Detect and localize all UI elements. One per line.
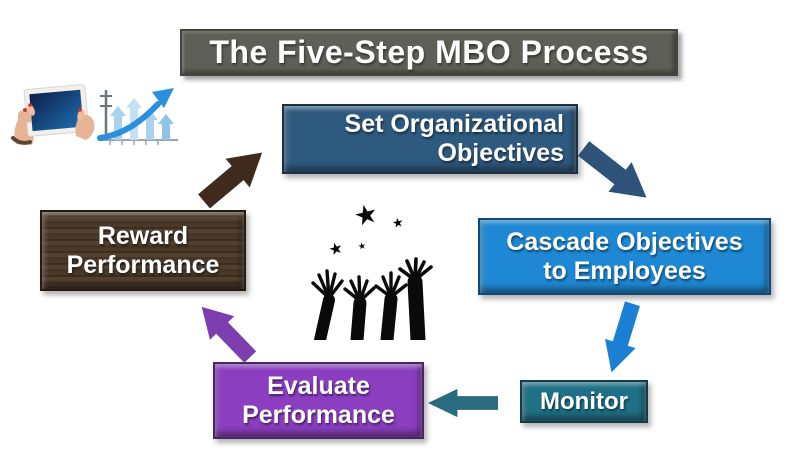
step-label-line: Reward	[97, 221, 189, 250]
arrow-monitor-to-evaluate-icon	[428, 388, 498, 418]
tablet-hands-growth-chart-icon	[11, 84, 178, 145]
step-evaluate-performance: Evaluate Performance	[213, 362, 424, 439]
step-label-line: to Employees	[543, 256, 706, 285]
step-label-line: Objectives	[437, 139, 564, 167]
step-monitor: Monitor	[520, 380, 648, 423]
step-cascade-objectives-to-employees: Cascade Objectives to Employees	[478, 218, 771, 295]
reaching-hands-icon	[311, 257, 433, 340]
page-title: The Five-Step MBO Process	[180, 29, 678, 76]
arrow-cascade-to-monitor-icon	[595, 299, 649, 378]
step-label-line: Cascade Objectives	[506, 227, 743, 256]
step-label-line: Performance	[66, 250, 220, 279]
arrow-evaluate-to-reward-icon	[189, 294, 264, 369]
step-label-line: Performance	[242, 400, 395, 429]
step-reward-performance: Reward Performance	[40, 210, 246, 291]
step-label-line: Evaluate	[267, 371, 370, 400]
arrow-set-to-cascade-icon	[571, 133, 659, 214]
tablet-icon	[23, 84, 90, 137]
star-icon: ★	[390, 214, 405, 231]
growth-chart-icon	[97, 88, 178, 145]
step-label-line: Set Organizational	[344, 110, 564, 139]
star-icon: ★	[357, 240, 367, 252]
arrow-reward-to-set-icon	[191, 137, 275, 216]
step-label-line: Monitor	[540, 387, 628, 415]
step-set-organizational-objectives: Set Organizational Objectives	[282, 104, 578, 174]
star-icon: ★	[350, 197, 382, 233]
